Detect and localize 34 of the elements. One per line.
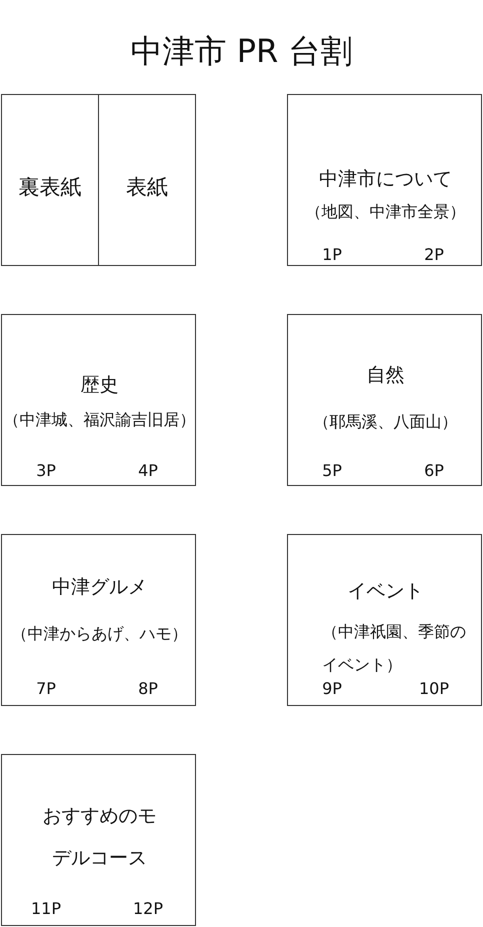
panel-label: 裏表紙: [18, 174, 82, 201]
page-number: 1P: [321, 245, 343, 264]
cover-panel: [1, 94, 99, 266]
page-number: 10P: [418, 679, 450, 698]
section-heading: 自然: [366, 363, 406, 387]
page-number: 6P: [423, 461, 445, 480]
section-heading: 歴史: [80, 373, 120, 397]
section-subtitle: （耶馬溪、八面山）: [312, 411, 458, 433]
page-number: 11P: [30, 899, 62, 918]
page-spread-box: [1, 754, 196, 926]
page-number: 8P: [137, 679, 159, 698]
panel-label: 表紙: [125, 174, 169, 201]
section-subtitle: （中津祇園、季節のイベント）: [322, 621, 467, 676]
page-spread-box: [287, 94, 482, 266]
section-subtitle: （中津からあげ、ハモ）: [10, 623, 188, 645]
section-heading: 中津市について: [318, 167, 453, 191]
section-heading: 中津グルメ: [51, 575, 148, 599]
section-subtitle: （中津城、福沢諭吉旧居）: [2, 409, 196, 431]
page-number: 5P: [321, 461, 343, 480]
page-spread-box: [287, 534, 482, 706]
page-number: 2P: [423, 245, 445, 264]
page-spread-box: [287, 314, 482, 486]
page-number: 3P: [35, 461, 57, 480]
page-number: 4P: [137, 461, 159, 480]
page-spread-box: [1, 534, 196, 706]
page-number: 7P: [35, 679, 57, 698]
page-number: 9P: [321, 679, 343, 698]
page-spread-box: [1, 314, 196, 486]
section-heading: おすすめのモデルコース: [42, 804, 158, 871]
page-title: 中津市 PR 台割: [130, 31, 354, 72]
section-heading: イベント: [346, 579, 424, 604]
cover-panel: [98, 94, 196, 266]
page-number: 12P: [132, 899, 164, 918]
section-subtitle: （地図、中津市全景）: [304, 201, 466, 223]
